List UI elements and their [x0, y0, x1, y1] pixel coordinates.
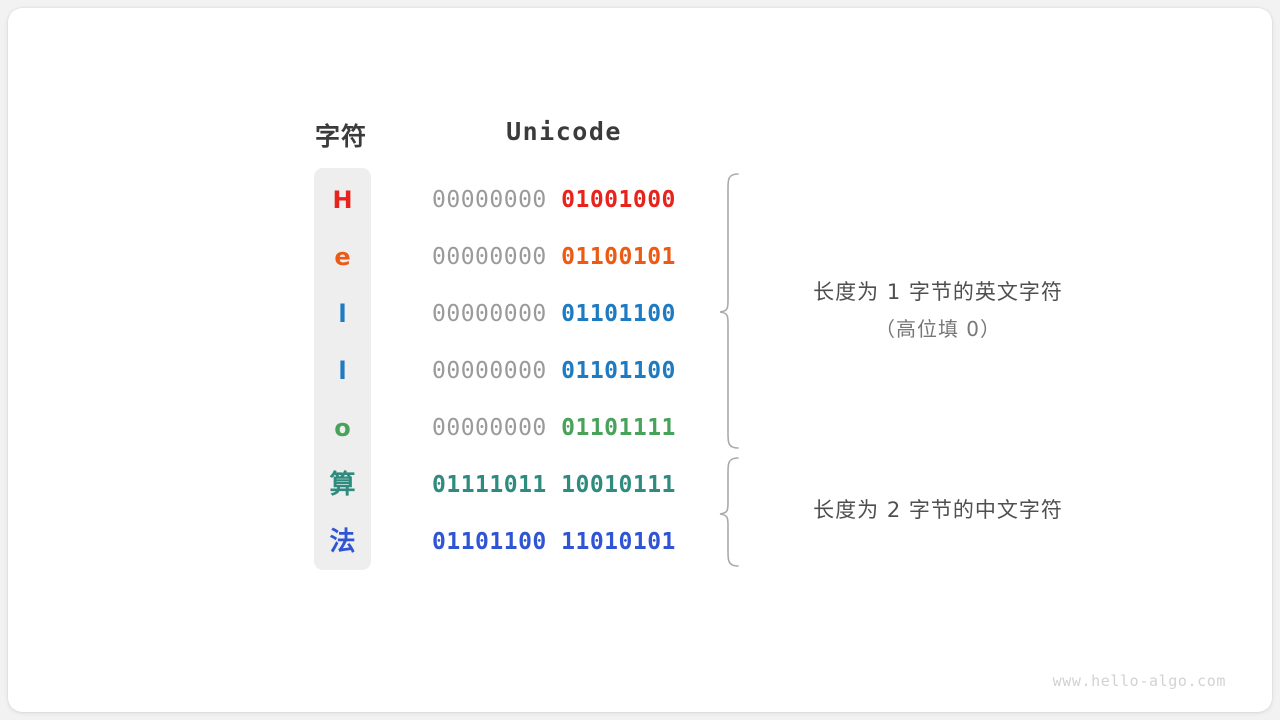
- group-braces: [719, 173, 739, 567]
- row-character: o: [334, 414, 351, 442]
- table-row: o 00000000 01101111: [314, 400, 734, 457]
- row-unicode-bits: 00000000 01101111: [432, 400, 676, 457]
- table-row: l 00000000 01101100: [314, 286, 734, 343]
- code-point-bits: 01111011 10010111: [432, 472, 676, 498]
- code-point-bits: 01101100 11010101: [432, 529, 676, 555]
- code-point-bits: 01101100: [561, 301, 676, 327]
- row-character: e: [334, 243, 351, 271]
- table-row: 算 01111011 10010111: [314, 457, 734, 514]
- annotation-english-length: 长度为 1 字节的英文字符: [813, 280, 1063, 304]
- row-character: 法: [329, 527, 356, 557]
- table-row: e 00000000 01100101: [314, 229, 734, 286]
- high-byte-padding: 00000000: [432, 358, 562, 384]
- row-unicode-bits: 01111011 10010111: [432, 457, 676, 514]
- high-byte-padding: 00000000: [432, 415, 562, 441]
- annotation-chinese-length: 长度为 2 字节的中文字符: [813, 498, 1063, 522]
- brace-english: [719, 173, 739, 449]
- row-unicode-bits: 00000000 01101100: [432, 286, 676, 343]
- annotation-english-padding: （高位填 0）: [874, 317, 1002, 341]
- watermark: www.hello-algo.com: [1052, 672, 1226, 690]
- row-character: l: [338, 300, 347, 328]
- row-unicode-bits: 01101100 11010101: [432, 514, 676, 571]
- table-row: 法 01101100 11010101: [314, 514, 734, 571]
- code-point-bits: 01101111: [561, 415, 676, 441]
- code-point-bits: 01101100: [561, 358, 676, 384]
- table-row: H 00000000 01001000: [314, 172, 734, 229]
- char-column-background: [314, 168, 371, 570]
- row-character: 算: [329, 470, 356, 500]
- high-byte-padding: 00000000: [432, 301, 562, 327]
- row-unicode-bits: 00000000 01100101: [432, 229, 676, 286]
- row-character: l: [338, 357, 347, 385]
- code-point-bits: 01100101: [561, 244, 676, 270]
- column-header-char: 字符: [314, 122, 367, 151]
- row-character: H: [332, 186, 353, 214]
- code-point-bits: 01001000: [561, 187, 676, 213]
- high-byte-padding: 00000000: [432, 187, 562, 213]
- row-unicode-bits: 00000000 01101100: [432, 343, 676, 400]
- row-unicode-bits: 00000000 01001000: [432, 172, 676, 229]
- brace-chinese: [719, 457, 739, 567]
- high-byte-padding: 00000000: [432, 244, 562, 270]
- table-row: l 00000000 01101100: [314, 343, 734, 400]
- column-header-unicode: Unicode: [506, 117, 622, 146]
- diagram-card: 字符 Unicode H 00000000 01001000 e 00000000 0…: [8, 8, 1272, 712]
